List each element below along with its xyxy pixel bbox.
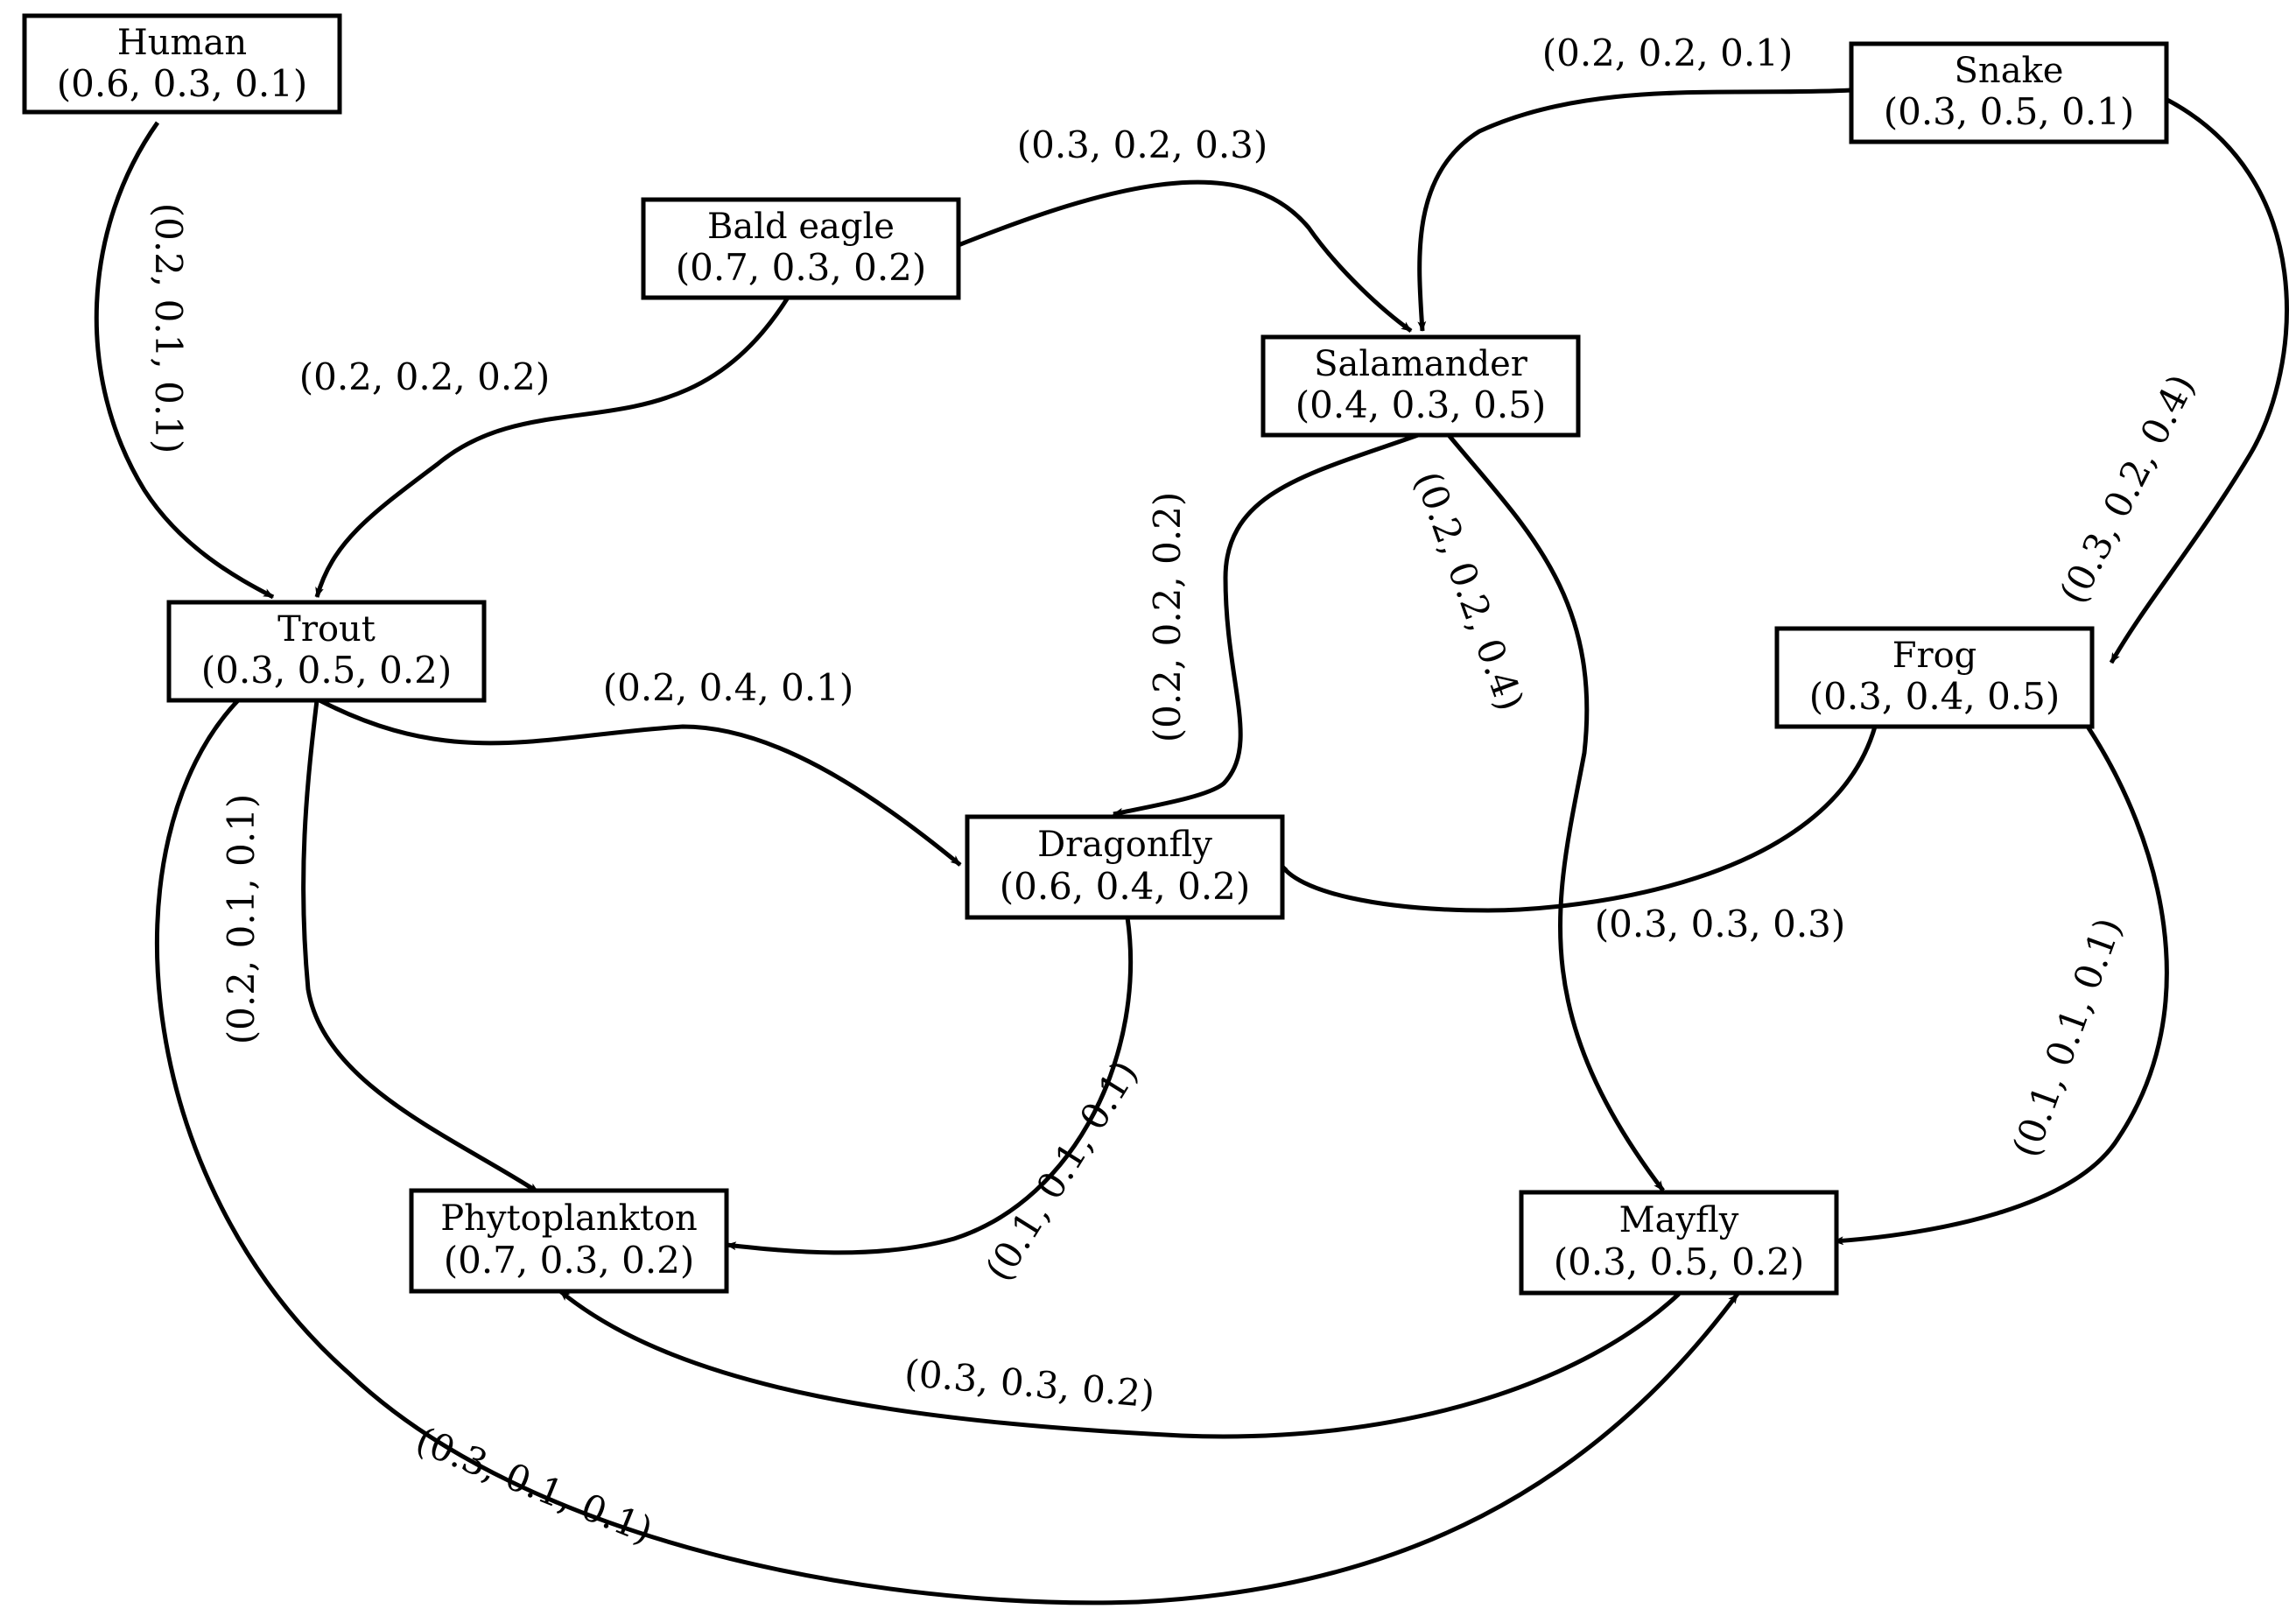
node-phytoplankton: Phytoplankton (0.7, 0.3, 0.2) bbox=[409, 1188, 729, 1294]
edges bbox=[94, 88, 2289, 1605]
node-salamander-box bbox=[1260, 334, 1581, 438]
node-trout-name: Trout bbox=[277, 609, 376, 650]
node-snake-value: (0.3, 0.5, 0.1) bbox=[1884, 90, 2135, 133]
node-mayfly: Mayfly (0.3, 0.5, 0.2) bbox=[1519, 1190, 1839, 1296]
edge-label-dragonfly-phytoplankton: (0.1, 0.1, 0.1) bbox=[977, 1053, 1146, 1289]
node-snake-box bbox=[1849, 41, 2169, 144]
edge-label-salamander-mayfly: (0.2, 0.2, 0.4) bbox=[1407, 466, 1533, 716]
node-frog: Frog (0.3, 0.4, 0.5) bbox=[1774, 626, 2095, 729]
node-dragonfly: Dragonfly (0.6, 0.4, 0.2) bbox=[965, 814, 1285, 920]
edge-snake-salamander bbox=[1417, 88, 1852, 332]
edge-label-frog-dragonfly: (0.3, 0.3, 0.3) bbox=[1595, 903, 1846, 945]
edge-human-trout bbox=[94, 121, 275, 600]
node-human-box bbox=[22, 13, 342, 115]
edge-frog-dragonfly bbox=[1277, 726, 1878, 913]
edge-trout-mayfly bbox=[155, 699, 1740, 1605]
node-phytoplankton-box bbox=[409, 1188, 729, 1294]
node-bald-eagle-value: (0.7, 0.3, 0.2) bbox=[676, 246, 927, 289]
node-frog-name: Frog bbox=[1892, 636, 1977, 676]
edge-salamander-mayfly bbox=[1447, 433, 1665, 1192]
node-frog-value: (0.3, 0.4, 0.5) bbox=[1809, 675, 2061, 718]
node-bald-eagle-name: Bald eagle bbox=[707, 207, 895, 247]
node-trout-box bbox=[166, 600, 487, 703]
node-bald-eagle-box bbox=[641, 197, 961, 300]
node-bald-eagle: Bald eagle (0.7, 0.3, 0.2) bbox=[641, 197, 961, 300]
node-mayfly-box bbox=[1519, 1190, 1839, 1296]
edge-mayfly-phytoplankton bbox=[558, 1289, 1681, 1439]
node-salamander: Salamander (0.4, 0.3, 0.5) bbox=[1260, 334, 1581, 438]
edge-snake-frog bbox=[2109, 94, 2289, 664]
edge-trout-dragonfly bbox=[318, 698, 962, 867]
node-snake-name: Snake bbox=[1955, 51, 2064, 91]
node-salamander-name: Salamander bbox=[1314, 344, 1528, 384]
edge-salamander-dragonfly bbox=[1113, 432, 1419, 817]
node-phytoplankton-name: Phytoplankton bbox=[440, 1198, 698, 1239]
edge-bald-eagle-trout bbox=[314, 296, 790, 598]
edge-label-snake-salamander: (0.2, 0.2, 0.1) bbox=[1542, 32, 1794, 74]
edge-label-snake-frog: (0.3, 0.2, 0.4) bbox=[2051, 368, 2203, 611]
edge-label-salamander-dragonfly: (0.2, 0.2, 0.2) bbox=[1146, 492, 1189, 743]
edge-labels: (0.2, 0.1, 0.1) (0.2, 0.2, 0.2) (0.3, 0.… bbox=[147, 32, 2203, 1552]
edge-label-human-trout: (0.2, 0.1, 0.1) bbox=[147, 203, 190, 454]
node-human-value: (0.6, 0.3, 0.1) bbox=[57, 62, 308, 105]
node-dragonfly-value: (0.6, 0.4, 0.2) bbox=[1000, 865, 1251, 908]
node-mayfly-value: (0.3, 0.5, 0.2) bbox=[1554, 1240, 1805, 1283]
edge-label-trout-phytoplankton: (0.2, 0.1, 0.1) bbox=[220, 794, 263, 1045]
node-salamander-value: (0.4, 0.3, 0.5) bbox=[1295, 383, 1547, 426]
node-dragonfly-name: Dragonfly bbox=[1037, 825, 1212, 865]
edge-trout-phytoplankton bbox=[301, 699, 540, 1195]
node-human-name: Human bbox=[117, 23, 247, 63]
node-dragonfly-box bbox=[965, 814, 1285, 920]
edge-label-frog-mayfly: (0.1, 0.1, 0.1) bbox=[2004, 912, 2130, 1163]
edge-label-trout-mayfly: (0.3, 0.1, 0.1) bbox=[410, 1418, 658, 1552]
node-snake: Snake (0.3, 0.5, 0.1) bbox=[1849, 41, 2169, 144]
edge-frog-mayfly bbox=[1833, 725, 2169, 1246]
nodes: Human (0.6, 0.3, 0.1) Bald eagle (0.7, 0… bbox=[22, 13, 2169, 1296]
node-mayfly-name: Mayfly bbox=[1619, 1200, 1739, 1240]
edge-dragonfly-phytoplankton bbox=[726, 917, 1133, 1255]
edge-bald-eagle-salamander bbox=[953, 179, 1413, 334]
node-phytoplankton-value: (0.7, 0.3, 0.2) bbox=[444, 1239, 695, 1282]
edge-label-mayfly-phytoplankton: (0.3, 0.3, 0.2) bbox=[902, 1352, 1156, 1416]
node-human: Human (0.6, 0.3, 0.1) bbox=[22, 13, 342, 115]
edge-label-bald-eagle-salamander: (0.3, 0.2, 0.3) bbox=[1017, 123, 1268, 166]
edge-label-bald-eagle-trout: (0.2, 0.2, 0.2) bbox=[299, 355, 551, 398]
node-frog-box bbox=[1774, 626, 2095, 729]
node-trout-value: (0.3, 0.5, 0.2) bbox=[201, 649, 453, 692]
node-trout: Trout (0.3, 0.5, 0.2) bbox=[166, 600, 487, 703]
edge-label-trout-dragonfly: (0.2, 0.4, 0.1) bbox=[603, 666, 854, 709]
